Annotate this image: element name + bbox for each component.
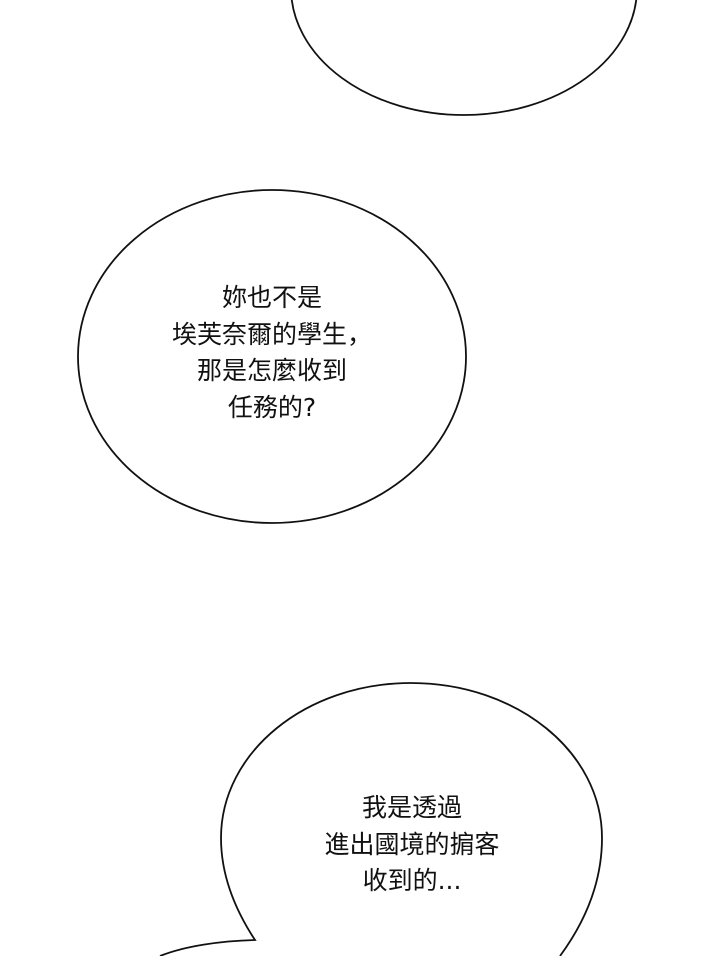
speech-bubble-bottom-outline [159, 682, 603, 957]
speech-bubble-top [290, 0, 638, 116]
speech-text-middle: 妳也不是 埃芙奈爾的學生， 那是怎麼收到 任務的? [72, 280, 472, 426]
speech-line: 妳也不是 [221, 283, 322, 312]
speech-line: 我是透過 [361, 793, 462, 822]
speech-line: 收到的... [362, 866, 462, 895]
speech-line: 那是怎麼收到 [196, 356, 347, 385]
speech-line: 埃芙奈爾的學生， [171, 319, 372, 349]
speech-text-bottom: 我是透過 進出國境的掮客 收到的... [212, 790, 612, 900]
speech-line: 進出國境的掮客 [324, 829, 500, 859]
speech-line: 任務的? [227, 392, 317, 422]
speech-bubble-middle [77, 189, 467, 524]
speech-bubble-bottom [160, 683, 602, 956]
